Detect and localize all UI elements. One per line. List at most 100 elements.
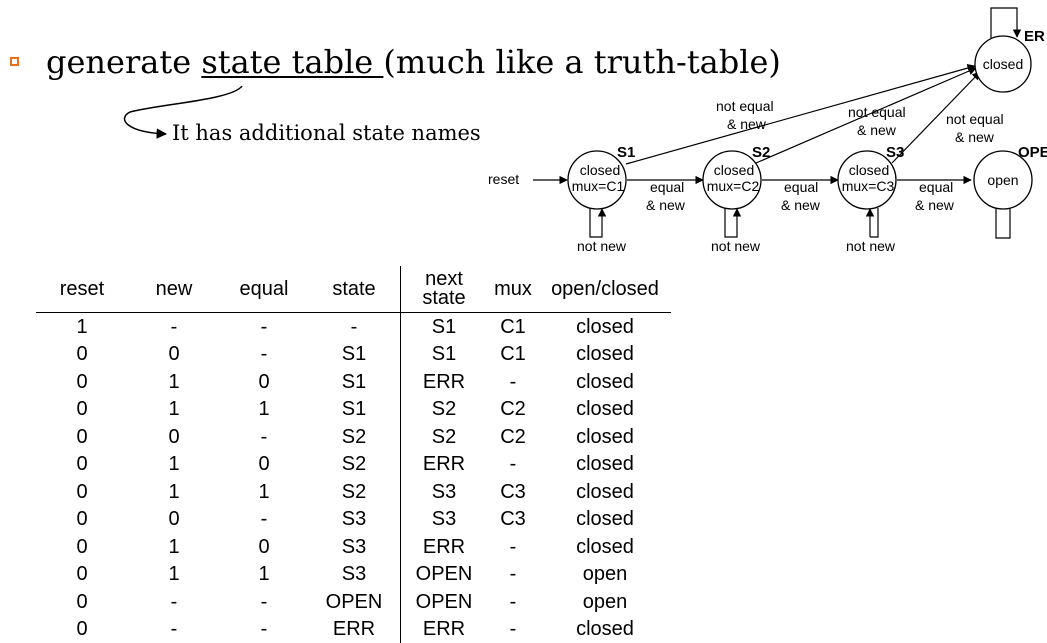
self-loop-s1 <box>590 207 602 237</box>
cell-next-state: ERR <box>401 451 488 479</box>
cell-mux: - <box>487 616 539 643</box>
cell-open-closed: closed <box>539 478 671 506</box>
cell-equal: 1 <box>220 561 308 589</box>
equal-label-s1-s2: equal <box>650 179 684 195</box>
cell-new: 1 <box>128 368 220 396</box>
cell-next-state: OPEN <box>401 588 488 616</box>
and-new-label-s1-err: & new <box>727 116 767 132</box>
state-node-open: open OPE <box>974 144 1047 209</box>
col-header-state: state <box>308 266 401 313</box>
cell-state: S1 <box>308 368 401 396</box>
and-new-label-s3-err: & new <box>955 129 995 145</box>
col-header-next-line2: state <box>422 287 465 309</box>
cell-open-closed: closed <box>539 451 671 479</box>
state-s2-line2: mux=C2 <box>707 178 760 194</box>
cell-new: 1 <box>128 478 220 506</box>
cell-equal: 1 <box>220 478 308 506</box>
not-new-label-s2: not new <box>711 238 761 254</box>
cell-mux: - <box>487 561 539 589</box>
cell-open-closed: closed <box>539 533 671 561</box>
cell-state: S2 <box>308 451 401 479</box>
cell-new: 0 <box>128 423 220 451</box>
equal-label-s2-s3: equal <box>784 179 818 195</box>
col-header-reset: reset <box>36 266 128 313</box>
cell-reset: 0 <box>36 561 128 589</box>
cell-state: S3 <box>308 506 401 534</box>
reset-label: reset <box>488 171 519 187</box>
cell-reset: 0 <box>36 423 128 451</box>
cell-next-state: S1 <box>401 341 488 369</box>
not-new-label-s1: not new <box>577 238 627 254</box>
state-err-line1: closed <box>983 56 1023 72</box>
cell-open-closed: closed <box>539 341 671 369</box>
cell-state: S3 <box>308 533 401 561</box>
cell-open-closed: closed <box>539 313 671 341</box>
self-loop-s3-return <box>870 208 878 237</box>
cell-open-closed: open <box>539 561 671 589</box>
cell-mux: C2 <box>487 396 539 424</box>
state-node-s1: closed mux=C1 S1 <box>568 144 635 209</box>
self-loop-s2 <box>725 207 737 237</box>
cell-next-state: S1 <box>401 313 488 341</box>
cell-state: S1 <box>308 341 401 369</box>
not-equal-label-s2: not equal <box>848 104 906 120</box>
self-loop-open <box>996 207 1010 238</box>
state-node-err: closed ER <box>975 28 1045 92</box>
not-new-label-s3: not new <box>846 238 896 254</box>
state-node-s3: closed mux=C3 S3 <box>838 144 904 209</box>
cell-state: ERR <box>308 616 401 643</box>
state-s3-line2: mux=C3 <box>842 178 895 194</box>
cell-new: - <box>128 313 220 341</box>
cell-equal: - <box>220 616 308 643</box>
cell-next-state: S3 <box>401 506 488 534</box>
state-err-label: ER <box>1024 28 1045 45</box>
cell-reset: 0 <box>36 396 128 424</box>
cell-open-closed: closed <box>539 506 671 534</box>
edge-s1-err <box>626 66 975 164</box>
col-header-mux: mux <box>487 266 539 313</box>
not-equal-label-s3: not equal <box>946 111 1004 127</box>
col-header-new: new <box>128 266 220 313</box>
state-s3-label: S3 <box>886 144 904 161</box>
cell-reset: 0 <box>36 368 128 396</box>
cell-next-state: ERR <box>401 368 488 396</box>
cell-reset: 0 <box>36 341 128 369</box>
and-new-label-s1-s2: & new <box>646 197 686 213</box>
cell-reset: 0 <box>36 533 128 561</box>
cell-new: 1 <box>128 533 220 561</box>
cell-equal: - <box>220 341 308 369</box>
self-loop-err <box>991 8 1017 39</box>
col-header-open-closed: open/closed <box>539 266 671 313</box>
cell-equal: - <box>220 423 308 451</box>
cell-mux: - <box>487 451 539 479</box>
cell-open-closed: closed <box>539 423 671 451</box>
state-open-label: OPE <box>1018 144 1047 161</box>
state-s1-line1: closed <box>580 162 620 178</box>
cell-equal: 0 <box>220 368 308 396</box>
cell-next-state: S3 <box>401 478 488 506</box>
annotation-note: It has additional state names <box>172 118 481 148</box>
cell-mux: - <box>487 533 539 561</box>
cell-mux: C1 <box>487 341 539 369</box>
cell-reset: 0 <box>36 616 128 643</box>
state-s2-label: S2 <box>752 144 770 161</box>
cell-reset: 0 <box>36 451 128 479</box>
cell-mux: - <box>487 588 539 616</box>
equal-label-s3-open: equal <box>919 179 953 195</box>
cell-state: - <box>308 313 401 341</box>
cell-reset: 0 <box>36 506 128 534</box>
not-equal-label-s1: not equal <box>716 98 774 114</box>
cell-new: - <box>128 616 220 643</box>
cell-state: S2 <box>308 478 401 506</box>
cell-next-state: OPEN <box>401 561 488 589</box>
cell-open-closed: closed <box>539 616 671 643</box>
